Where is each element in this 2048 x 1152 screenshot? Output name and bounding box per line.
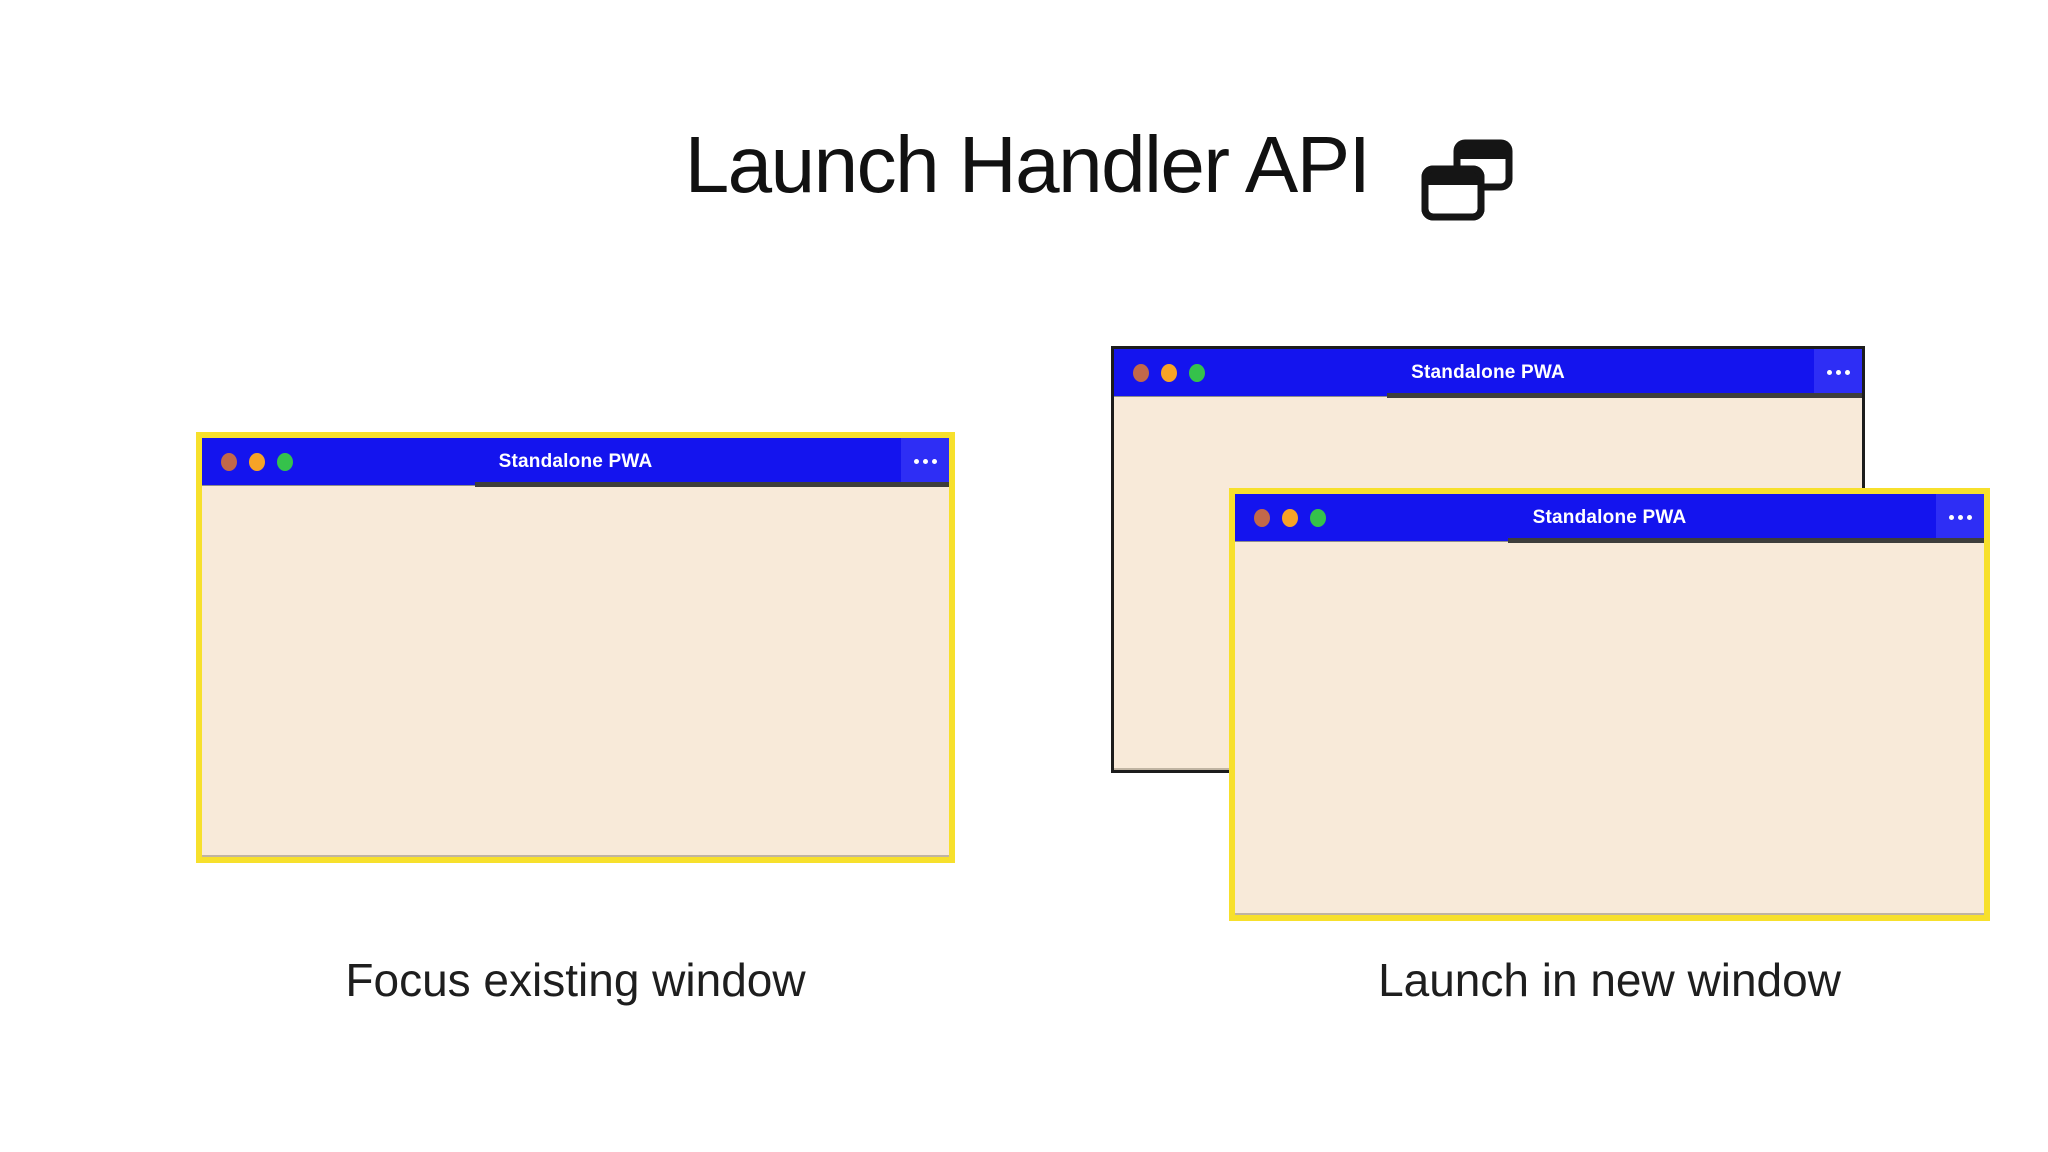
window-titlebar: Standalone PWA	[1114, 349, 1862, 398]
window-title: Standalone PWA	[1411, 361, 1565, 383]
close-dot-icon[interactable]	[221, 452, 237, 471]
ellipsis-icon	[931, 459, 937, 464]
window-title: Standalone PWA	[498, 450, 653, 472]
ellipsis-icon	[913, 459, 919, 464]
window-content	[202, 485, 949, 857]
close-dot-icon[interactable]	[1133, 363, 1149, 382]
maximize-dot-icon[interactable]	[277, 452, 293, 471]
ellipsis-menu-button[interactable]	[1814, 349, 1862, 396]
minimize-dot-icon[interactable]	[1282, 508, 1298, 527]
figure-title: Launch Handler API	[684, 120, 1371, 209]
ellipsis-icon	[1966, 515, 1972, 520]
ellipsis-icon	[1948, 515, 1954, 520]
ellipsis-icon	[922, 459, 928, 464]
minimize-dot-icon[interactable]	[1161, 363, 1177, 382]
pwa-window-existing: Standalone PWA	[196, 432, 955, 863]
ellipsis-icon	[1844, 370, 1850, 375]
ellipsis-icon	[1826, 370, 1832, 375]
window-title: Standalone PWA	[1532, 506, 1687, 528]
window-titlebar: Standalone PWA	[202, 438, 949, 487]
caption-focus-existing: Focus existing window	[345, 954, 806, 1006]
window-titlebar: Standalone PWA	[1235, 494, 1984, 543]
ellipsis-menu-button[interactable]	[901, 438, 949, 485]
maximize-dot-icon[interactable]	[1189, 363, 1205, 382]
minimize-dot-icon[interactable]	[249, 452, 265, 471]
overlapping-windows-icon	[1421, 139, 1513, 221]
traffic-light-dots	[1254, 508, 1326, 527]
ellipsis-menu-button[interactable]	[1936, 494, 1984, 541]
maximize-dot-icon[interactable]	[1310, 508, 1326, 527]
ellipsis-icon	[1957, 515, 1963, 520]
figure-title-row: Launch Handler API	[76, 110, 2048, 221]
close-dot-icon[interactable]	[1254, 508, 1270, 527]
ellipsis-icon	[1835, 370, 1841, 375]
pwa-window-new: Standalone PWA	[1229, 488, 1990, 921]
traffic-light-dots	[1133, 363, 1205, 382]
traffic-light-dots	[221, 452, 293, 471]
caption-launch-new: Launch in new window	[1378, 954, 1841, 1006]
window-content	[1235, 541, 1984, 915]
